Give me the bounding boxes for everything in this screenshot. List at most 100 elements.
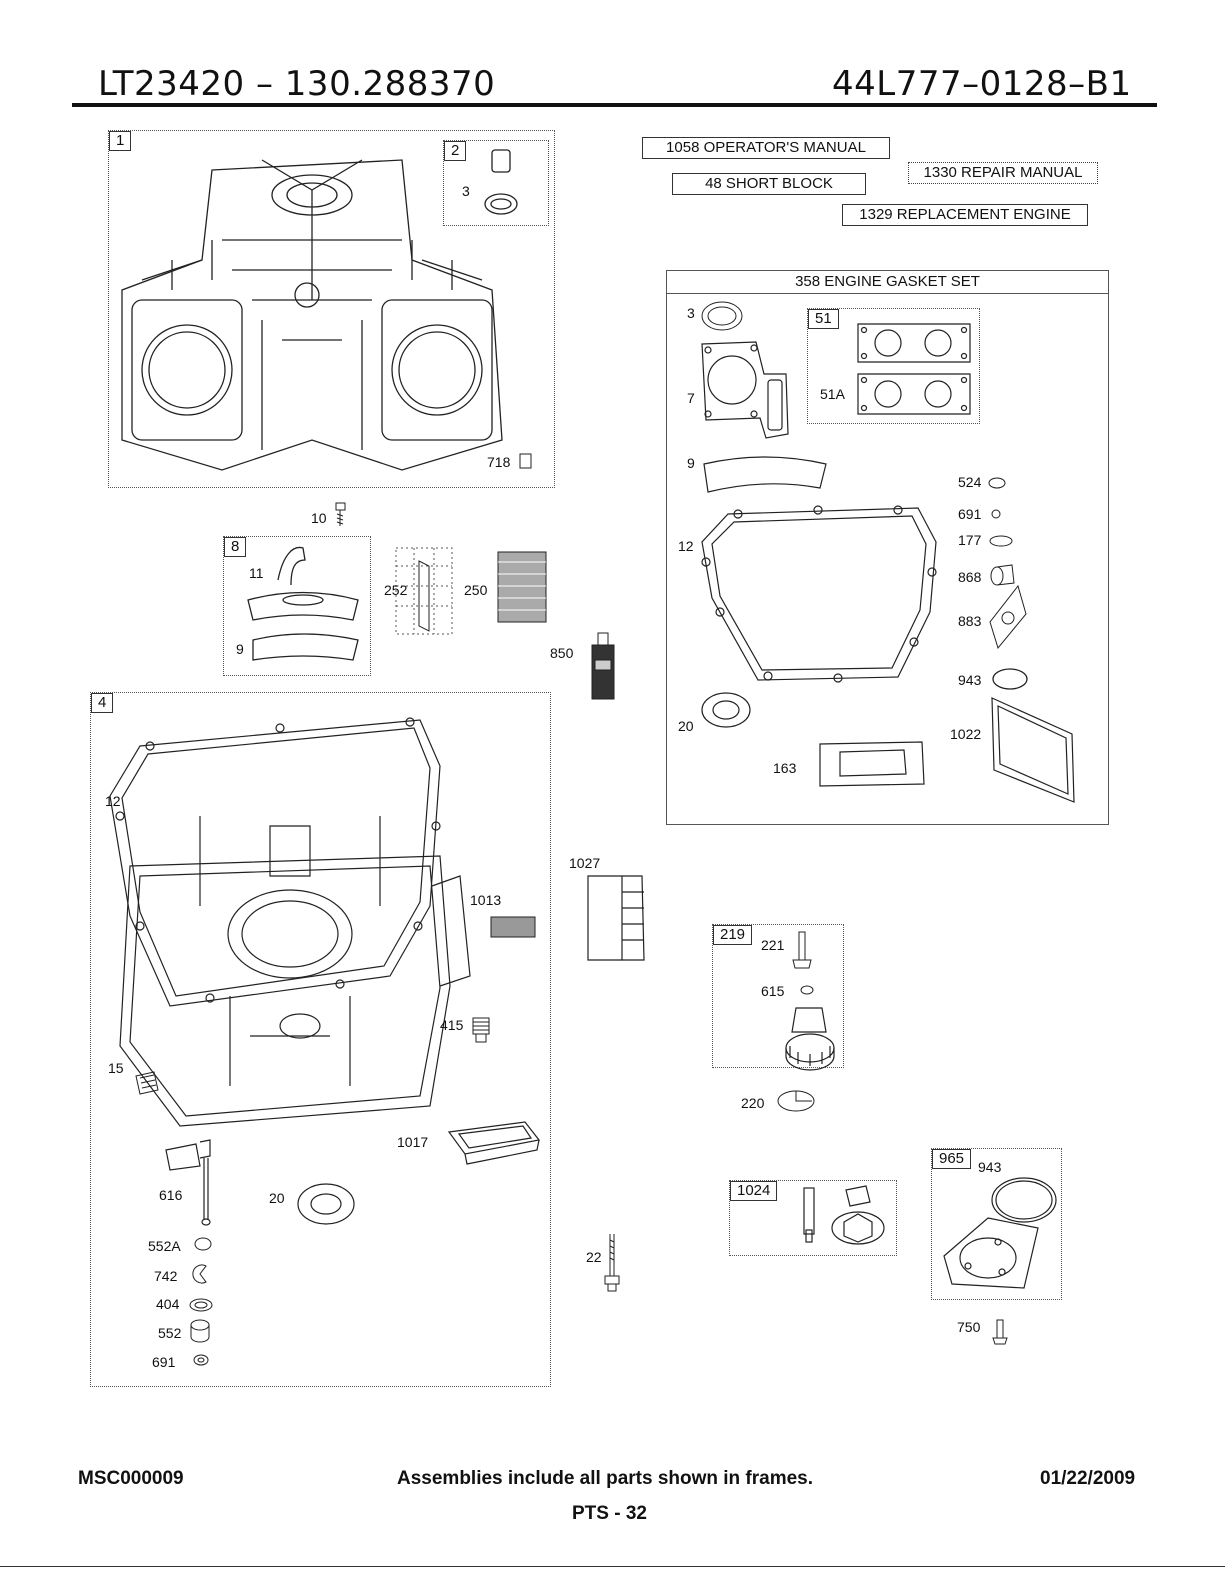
clip-742-icon bbox=[192, 1264, 207, 1284]
frame-id: 965 bbox=[932, 1149, 972, 1169]
callout-750: 750 bbox=[957, 1319, 981, 1335]
callout-415: 415 bbox=[440, 1017, 464, 1033]
bolt-22-icon bbox=[604, 1234, 620, 1292]
frame-id: 219 bbox=[713, 925, 753, 945]
callout-616: 616 bbox=[159, 1187, 183, 1203]
callout-404: 404 bbox=[156, 1296, 180, 1312]
repair-manual-box: 1330 REPAIR MANUAL bbox=[908, 162, 1098, 184]
bolt-10-icon bbox=[335, 502, 346, 526]
frame-id: 1 bbox=[109, 131, 132, 151]
frame-breather: 8 bbox=[223, 536, 371, 676]
callout-22: 22 bbox=[586, 1249, 602, 1265]
page-number: PTS - 32 bbox=[572, 1503, 647, 1524]
seal-3-icon bbox=[701, 301, 743, 331]
breather-assembly-icon bbox=[247, 546, 359, 661]
ring-691-icon bbox=[991, 509, 1001, 519]
callout-20: 20 bbox=[678, 718, 694, 734]
callout-691: 691 bbox=[152, 1354, 176, 1370]
callout-12: 12 bbox=[105, 793, 121, 809]
gasket-163-icon bbox=[819, 741, 925, 787]
washer-220-icon bbox=[777, 1090, 815, 1112]
filter-1013-icon bbox=[490, 916, 536, 938]
frame-id: 4 bbox=[91, 693, 114, 713]
callout-9: 9 bbox=[236, 641, 244, 657]
callout-7: 7 bbox=[687, 390, 695, 406]
callout-1027: 1027 bbox=[569, 855, 601, 871]
part-718-icon bbox=[519, 453, 532, 469]
callout-20: 20 bbox=[269, 1190, 285, 1206]
model-number: LT23420 – 130.288370 bbox=[98, 64, 496, 104]
sealant-tube-850-icon bbox=[591, 632, 615, 700]
frame-engine-gasket-set: 358 ENGINE GASKET SET bbox=[666, 270, 1109, 825]
callout-1017: 1017 bbox=[397, 1134, 429, 1150]
callout-10: 10 bbox=[311, 510, 327, 526]
crankcase-illustration bbox=[109, 717, 471, 1127]
bushing-552-icon bbox=[190, 1319, 210, 1343]
gasket-1022-icon bbox=[991, 697, 1075, 803]
cover-1017-icon bbox=[447, 1121, 541, 1165]
callout-11: 11 bbox=[249, 565, 264, 581]
seal-20-icon bbox=[297, 1183, 355, 1225]
callout-883: 883 bbox=[958, 613, 982, 629]
part-2-3-icon bbox=[484, 149, 518, 215]
shaft-616-icon bbox=[165, 1139, 211, 1226]
part-252-icon bbox=[395, 547, 453, 635]
frame-id: 2 bbox=[444, 141, 467, 161]
callout-850: 850 bbox=[550, 645, 574, 661]
frame-oil-pump-cover: 965 bbox=[931, 1148, 1062, 1300]
plug-15-icon bbox=[135, 1071, 159, 1095]
ring-177-icon bbox=[989, 535, 1013, 547]
engine-number: 44L777–0128–B1 bbox=[832, 64, 1132, 104]
callout-552A: 552A bbox=[148, 1238, 181, 1254]
callout-220: 220 bbox=[741, 1095, 765, 1111]
part-552A-icon bbox=[194, 1237, 212, 1251]
callout-691: 691 bbox=[958, 506, 982, 522]
frame-2: 2 bbox=[443, 140, 549, 226]
footer-note: Assemblies include all parts shown in fr… bbox=[397, 1468, 814, 1489]
callout-252: 252 bbox=[384, 582, 408, 598]
short-block-box: 48 SHORT BLOCK bbox=[672, 173, 866, 195]
gasket-set-title: 358 ENGINE GASKET SET bbox=[667, 271, 1108, 294]
callout-524: 524 bbox=[958, 474, 982, 490]
replacement-engine-box: 1329 REPLACEMENT ENGINE bbox=[842, 204, 1088, 226]
frame-oil-pump: 1024 bbox=[729, 1180, 897, 1256]
frame-cylinder-block: 1 bbox=[108, 130, 555, 488]
gasket-9-icon bbox=[703, 456, 827, 493]
callout-177: 177 bbox=[958, 532, 982, 548]
cylinder-block-illustration bbox=[121, 159, 503, 471]
ring-524-icon bbox=[988, 477, 1006, 489]
callout-51A: 51A bbox=[820, 386, 845, 402]
crankcase-gasket-12-icon bbox=[701, 505, 937, 683]
callout-12: 12 bbox=[678, 538, 694, 554]
oring-943-icon bbox=[992, 668, 1028, 690]
callout-163: 163 bbox=[773, 760, 797, 776]
cover-965-icon bbox=[943, 1177, 1057, 1289]
footer-date: 01/22/2009 bbox=[1040, 1468, 1136, 1489]
frame-governor: 219 bbox=[712, 924, 844, 1068]
gasket-883-icon bbox=[989, 584, 1027, 650]
header-rule bbox=[72, 103, 1157, 107]
callout-943: 943 bbox=[978, 1159, 1002, 1175]
oil-filter-1027-icon bbox=[587, 875, 645, 961]
head-gasket-7-icon bbox=[701, 341, 789, 439]
callout-943: 943 bbox=[958, 672, 982, 688]
frame-crankcase-cover: 4 bbox=[90, 692, 551, 1387]
plug-415-icon bbox=[472, 1017, 490, 1043]
callout-718: 718 bbox=[487, 454, 511, 470]
frame-id: 1024 bbox=[730, 1181, 778, 1201]
callout-9: 9 bbox=[687, 455, 695, 471]
part-250-icon bbox=[497, 551, 547, 623]
callout-615: 615 bbox=[761, 983, 785, 999]
oil-pump-1024-icon bbox=[803, 1185, 885, 1245]
callout-3: 3 bbox=[462, 183, 470, 199]
frame-id: 8 bbox=[224, 537, 247, 557]
callout-3: 3 bbox=[687, 305, 695, 321]
governor-gear-icon bbox=[785, 1007, 835, 1071]
callout-250: 250 bbox=[464, 582, 488, 598]
seal-868-icon bbox=[990, 564, 1015, 586]
frame-id: 51 bbox=[808, 309, 839, 329]
washer-615-icon bbox=[800, 985, 814, 995]
callout-868: 868 bbox=[958, 569, 982, 585]
bottom-edge-line bbox=[0, 1566, 1225, 1567]
callout-742: 742 bbox=[154, 1268, 178, 1284]
